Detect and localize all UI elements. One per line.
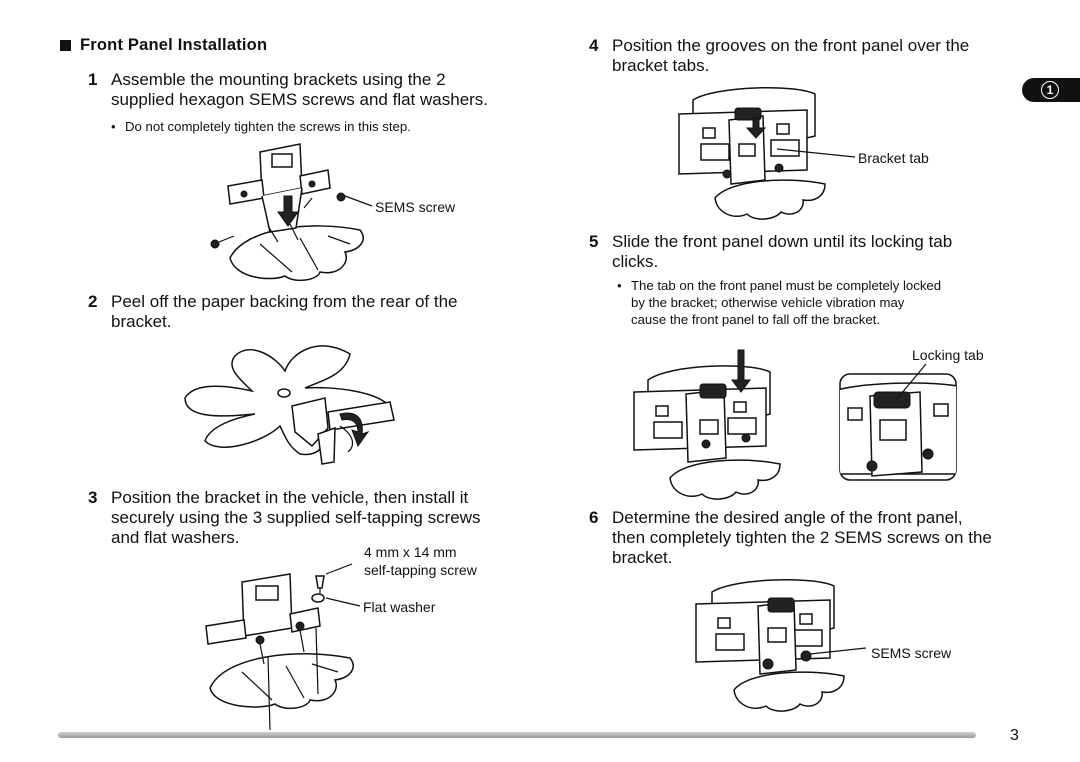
step-text-line: supplied hexagon SEMS screws and flat wa… xyxy=(111,90,489,109)
note-text: Do not completely tighten the screws in … xyxy=(125,119,411,134)
step-number: 6 xyxy=(589,508,599,527)
step-1: 1 Assemble the mounting brackets using t… xyxy=(88,70,528,112)
sems-screw-label-2: SEMS screw xyxy=(871,645,952,661)
step-text-line: then completely tighten the 2 SEMS screw… xyxy=(612,528,992,547)
bullet: • xyxy=(617,278,622,293)
page-number: 3 xyxy=(1010,727,1019,744)
step-text-line: Position the grooves on the front panel … xyxy=(612,36,970,55)
bracket-tab-label: Bracket tab xyxy=(858,150,929,166)
step-text-line: Determine the desired angle of the front… xyxy=(612,508,963,527)
step-text-line: Slide the front panel down until its loc… xyxy=(612,232,953,251)
flat-washer-label: Flat washer xyxy=(363,599,436,615)
step-2: 2 Peel off the paper backing from the re… xyxy=(88,292,528,334)
step-number: 5 xyxy=(589,232,599,251)
step-text-line: clicks. xyxy=(612,252,659,271)
slide-panel-figure xyxy=(633,349,781,500)
step-5: 5 Slide the front panel down until its l… xyxy=(589,232,1029,274)
step-number: 3 xyxy=(88,488,98,507)
step-text-line: Assemble the mounting brackets using the… xyxy=(111,70,446,89)
bullet: • xyxy=(111,119,116,134)
peel-backing-figure xyxy=(184,345,395,465)
step-number: 2 xyxy=(88,292,98,311)
step-text-line: bracket tabs. xyxy=(612,56,710,75)
note-text: cause the front panel to fall off the br… xyxy=(631,312,881,327)
step-text-line: bracket. xyxy=(612,548,673,567)
step-5-note: • The tab on the front panel must be com… xyxy=(617,277,1057,331)
section-title: Front Panel Installation xyxy=(80,36,268,54)
step-number: 4 xyxy=(589,36,599,55)
locking-tab-label: Locking tab xyxy=(912,347,984,363)
grooves-over-tabs-figure xyxy=(678,87,826,220)
note-text: The tab on the front panel must be compl… xyxy=(631,278,942,293)
footer-bar xyxy=(58,732,976,738)
chapter-marker: 1 xyxy=(1041,81,1059,99)
locking-tab-detail-figure xyxy=(839,373,957,481)
tighten-screws-figure xyxy=(695,579,867,712)
heading-square-marker xyxy=(60,40,71,51)
bracket-assembly-figure xyxy=(210,143,373,282)
step-3: 3 Position the bracket in the vehicle, t… xyxy=(88,488,528,550)
step-number: 1 xyxy=(88,70,98,89)
note-text: by the bracket; otherwise vehicle vibrat… xyxy=(631,295,905,310)
section-heading: Front Panel Installation xyxy=(60,36,267,55)
install-bracket-figure xyxy=(205,563,361,731)
locking-tab-leader xyxy=(895,363,927,401)
step-text-line: bracket. xyxy=(111,312,172,331)
screw-size-label: 4 mm x 14 mm xyxy=(364,544,457,560)
bracket-tab-leader xyxy=(776,148,856,158)
step-text-line: Peel off the paper backing from the rear… xyxy=(111,292,458,311)
self-tapping-screw-label: self-tapping screw xyxy=(364,562,477,578)
chapter-tab: 1 xyxy=(1022,78,1080,102)
step-1-note: • Do not completely tighten the screws i… xyxy=(111,118,531,136)
step-text-line: securely using the 3 supplied self-tappi… xyxy=(111,508,481,527)
sems-screw-label: SEMS screw xyxy=(375,199,456,215)
step-text-line: Position the bracket in the vehicle, the… xyxy=(111,488,469,507)
step-text-line: and flat washers. xyxy=(111,528,240,547)
step-6: 6 Determine the desired angle of the fro… xyxy=(589,508,1029,570)
step-4: 4 Position the grooves on the front pane… xyxy=(589,36,1029,78)
